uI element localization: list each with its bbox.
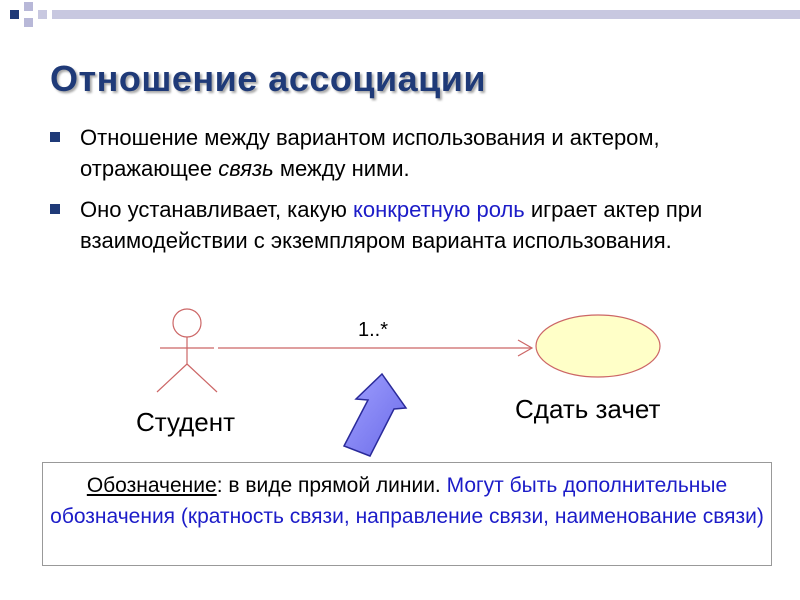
- bullet-emphasis: связь: [218, 156, 274, 181]
- bullet-text: Оно устанавливает, какую: [80, 197, 353, 222]
- bullet-item: Оно устанавливает, какую конкретную роль…: [48, 194, 748, 256]
- page-title: Отношение ассоциации: [50, 58, 487, 99]
- bullet-highlight: конкретную роль: [353, 197, 525, 222]
- bullet-text: между ними.: [273, 156, 410, 181]
- note-text: : в виде прямой линии.: [216, 474, 447, 497]
- bullet-text: играет актер при взаимодействии с экземп…: [80, 197, 703, 253]
- multiplicity-label: 1..*: [358, 319, 388, 341]
- notation-box: Обозначение: в виде прямой линии. Могут …: [42, 462, 772, 566]
- association-line: [218, 339, 534, 357]
- usecase-ellipse: [535, 314, 661, 378]
- actor-icon: [156, 308, 218, 393]
- note-term: Обозначение: [86, 474, 217, 497]
- pointer-arrow-icon: [342, 372, 408, 457]
- bullet-marker-icon: [50, 132, 60, 142]
- bullet-marker-icon: [50, 204, 60, 214]
- corner-decoration: [10, 2, 800, 27]
- note-highlight: Могут быть дополнительные обозначения (к…: [50, 474, 764, 528]
- bullet-list: Отношение между вариантом использования …: [48, 122, 748, 266]
- bullet-text: Отношение между вариантом использования …: [80, 125, 660, 181]
- bullet-item: Отношение между вариантом использования …: [48, 122, 748, 184]
- usecase-label: Сдать зачет: [515, 394, 660, 424]
- actor-label: Студент: [136, 407, 235, 437]
